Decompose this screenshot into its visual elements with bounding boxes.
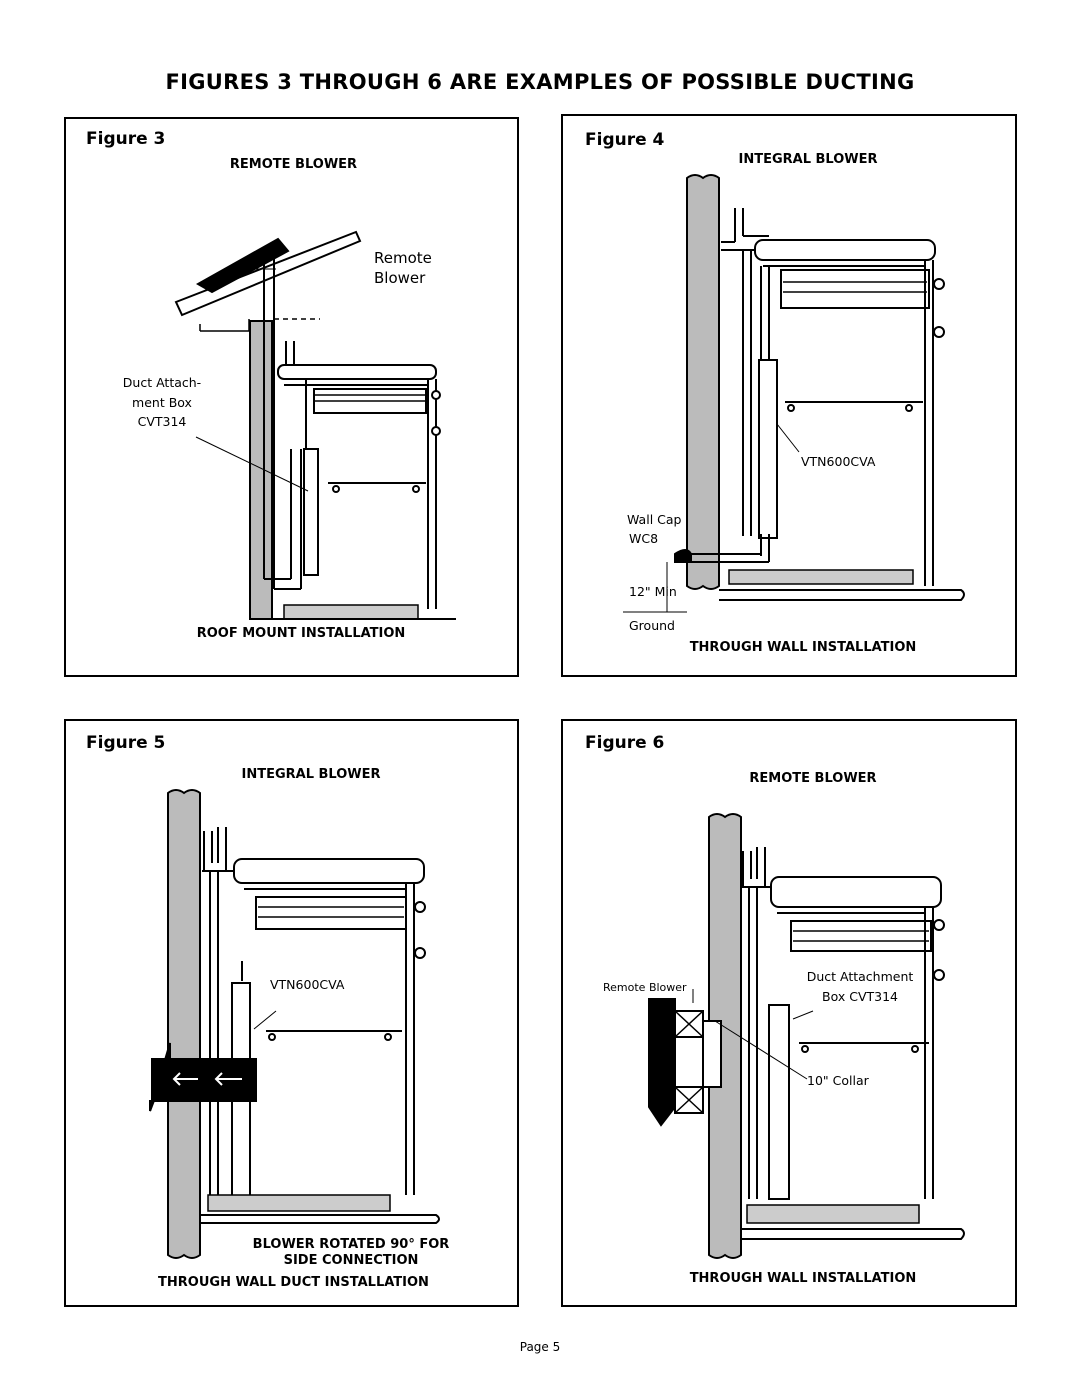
figure-3-callout-duct-2: ment Box: [132, 395, 192, 410]
figure-5-heading: INTEGRAL BLOWER: [241, 767, 381, 782]
figure-5-caption-2: SIDE CONNECTION: [283, 1253, 419, 1268]
figure-5-caption-1: BLOWER ROTATED 90° FOR: [252, 1237, 450, 1252]
figure-4-callout-wc8: WC8: [629, 531, 659, 546]
figure-3-caption: ROOF MOUNT INSTALLATION: [196, 626, 406, 641]
figure-3-callout-duct-1: Duct Attach-: [122, 375, 202, 390]
figure-4-callout-wallcap: Wall Cap: [627, 512, 682, 527]
figure-6-caption: THROUGH WALL INSTALLATION: [689, 1271, 917, 1286]
figure-4-callout-ground: Ground: [629, 618, 675, 633]
figure-5-panel: Figure 5 INTEGRAL BLOWER: [64, 719, 519, 1307]
figure-3-heading: REMOTE BLOWER: [229, 157, 358, 172]
figure-6-callout-duct-1: Duct Attachment: [806, 969, 914, 984]
figure-6-callout-collar: 10" Collar: [807, 1073, 869, 1088]
figure-6-diagram: [648, 813, 965, 1259]
figure-6-heading: REMOTE BLOWER: [749, 771, 877, 786]
figure-6-callout-duct-2: Box CVT314: [822, 989, 898, 1004]
figure-4-label: Figure 4: [585, 130, 665, 150]
page-title: FIGURES 3 THROUGH 6 ARE EXAMPLES OF POSS…: [165, 70, 915, 94]
figure-5-caption-3: THROUGH WALL DUCT INSTALLATION: [158, 1275, 429, 1290]
figure-6-label: Figure 6: [585, 733, 665, 753]
figure-6-panel: Figure 6 REMOTE BLOWER: [561, 719, 1017, 1307]
figure-3-callout-remote: Remote: [374, 249, 432, 267]
figure-6-callout-remote-blower: Remote Blower: [603, 981, 687, 994]
figure-4-heading: INTEGRAL BLOWER: [738, 152, 878, 167]
figure-4-panel: Figure 4 INTEGRAL BLOWER: [561, 114, 1017, 677]
figure-5-callout-model: VTN600CVA: [270, 977, 345, 992]
figure-3-label: Figure 3: [86, 129, 166, 149]
figure-3-panel: Figure 3 REMOTE BLOWER: [64, 117, 519, 677]
figure-4-diagram: [623, 174, 965, 613]
figure-4-caption: THROUGH WALL INSTALLATION: [689, 640, 917, 655]
figure-5-label: Figure 5: [86, 733, 166, 753]
page-number: Page 5: [519, 1340, 561, 1354]
figure-5-diagram: [149, 789, 440, 1259]
figure-3-callout-duct-3: CVT314: [137, 414, 187, 429]
figure-3-diagram: [174, 230, 456, 620]
figure-4-callout-model: VTN600CVA: [801, 454, 876, 469]
figure-3-callout-blower: Blower: [374, 269, 426, 287]
figure-4-callout-12min: 12" Min: [629, 584, 677, 599]
